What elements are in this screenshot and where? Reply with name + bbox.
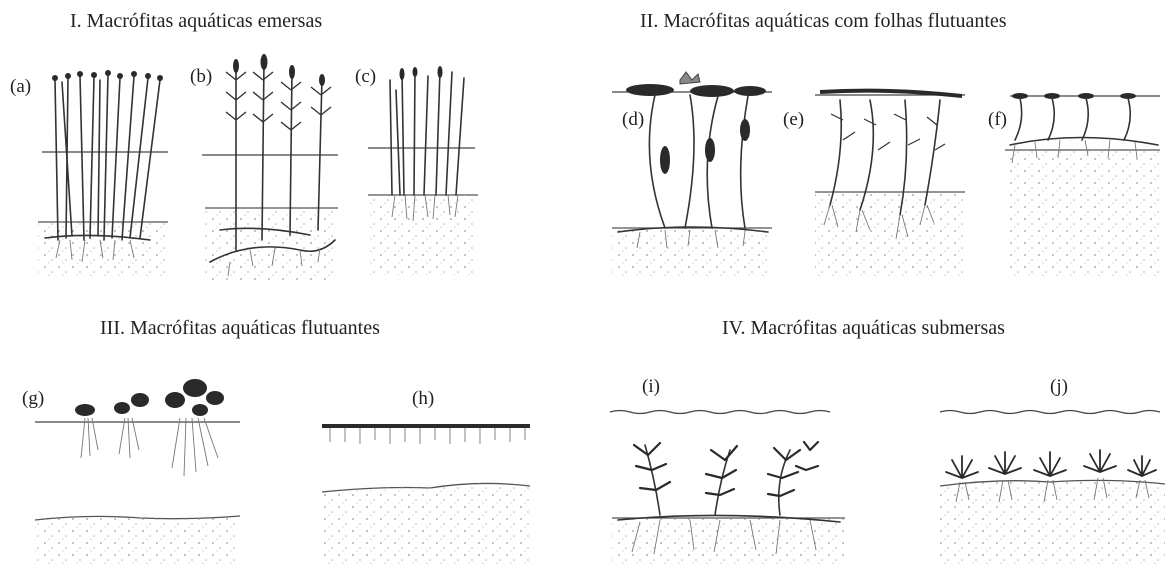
panel-b-emergent: (b) [190,54,338,280]
label-g: (g) [22,388,44,409]
panel-e-floating-leaves: (e) [783,91,965,276]
label-e: (e) [783,109,804,130]
label-c: (c) [355,66,376,87]
section-title-4: IV. Macrófitas aquáticas submersas [722,317,1005,339]
label-h: (h) [412,388,434,409]
label-b: (b) [190,66,212,87]
label-i: (i) [642,376,660,397]
panel-f-floating-leaves: (f) [988,93,1160,276]
section-title-1: I. Macrófitas aquáticas emersas [70,10,322,32]
panel-d-floating-leaves: (d) [612,72,772,276]
section-title-3: III. Macrófitas aquáticas flutuantes [100,317,380,339]
label-j: (j) [1050,376,1068,397]
panel-j-submerged: (j) [940,376,1165,566]
label-a: (a) [10,76,31,97]
label-f: (f) [988,109,1007,130]
panel-g-free-floating: (g) [22,379,240,566]
panel-c-emergent: (c) [355,66,478,275]
panel-i-submerged: (i) [610,376,845,566]
panel-h-free-floating: (h) [322,388,530,566]
panel-a-emergent: (a) [10,70,168,277]
label-d: (d) [622,109,644,130]
section-title-2: II. Macrófitas aquáticas com folhas flut… [640,10,1007,32]
